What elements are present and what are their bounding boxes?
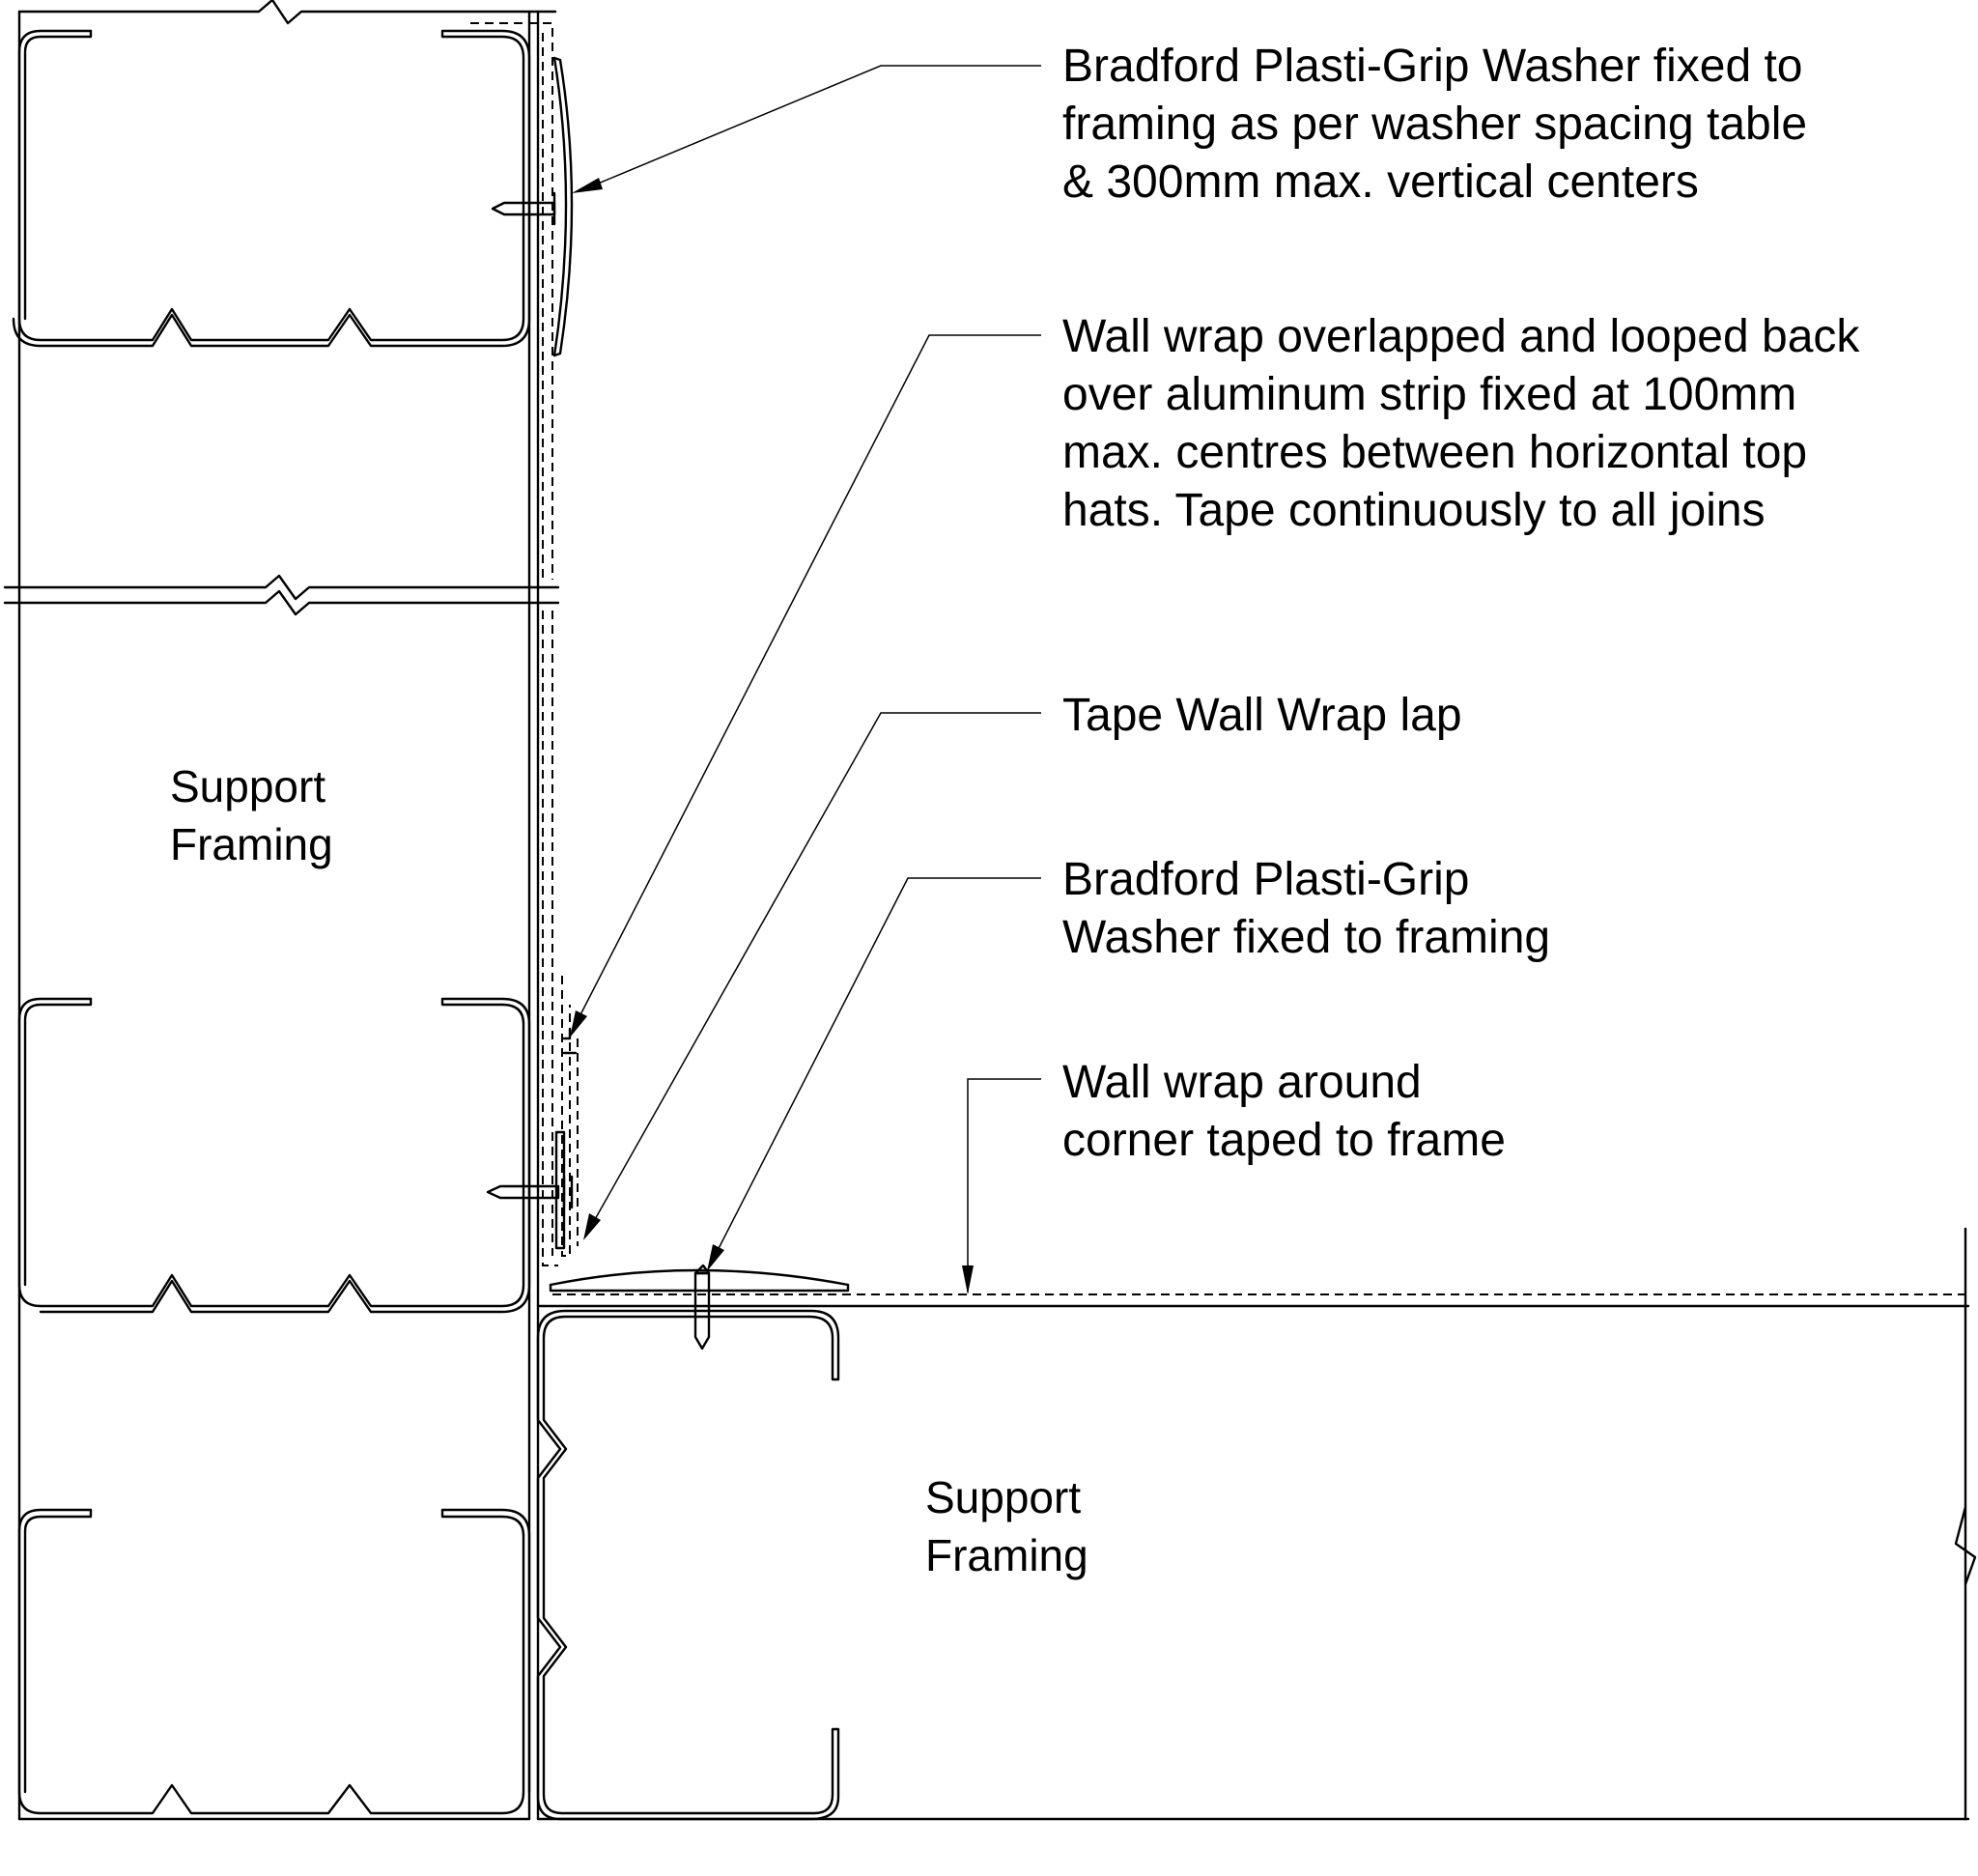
callout-wrap-corner: Wall wrap around corner taped to frame <box>1062 1057 1506 1166</box>
frame-label-horizontal: Support Framing <box>925 1472 1093 1580</box>
aluminium-strip <box>554 1027 578 1250</box>
frame-label-vertical: Support Framing <box>170 761 338 869</box>
c-stud-horizontal <box>536 1309 840 1821</box>
c-stud-top <box>12 29 531 348</box>
plasti-grip-washer-top <box>491 56 574 357</box>
c-stud-middle <box>17 997 531 1314</box>
callout-washer-fixed: Bradford Plasti-Grip Washer fixed to fra… <box>1062 854 1550 963</box>
leader-lines <box>570 65 1041 1294</box>
callout-tape-lap: Tape Wall Wrap lap <box>1062 690 1462 741</box>
strip-screw <box>486 1175 574 1209</box>
vertical-wall-frame <box>3 0 560 1821</box>
plasti-grip-washer-bottom <box>549 1264 850 1350</box>
c-stud-lower-left <box>17 1508 531 1815</box>
callout-wall-wrap-overlap: Wall wrap overlapped and looped back ove… <box>1062 311 1873 536</box>
wall-wrap <box>470 22 1965 1295</box>
callout-washer-spacing: Bradford Plasti-Grip Washer fixed to fra… <box>1062 41 1820 208</box>
